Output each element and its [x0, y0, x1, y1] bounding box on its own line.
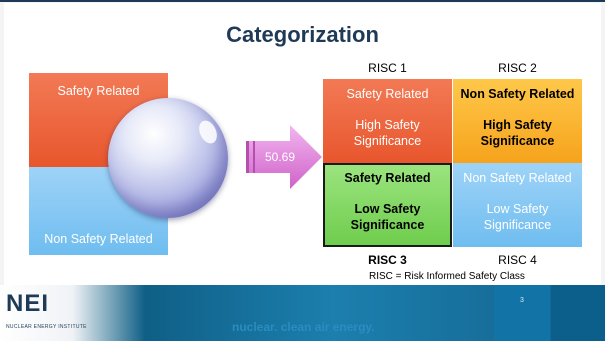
risc-4-cell: Non Safety Related Low Safety Significan… [453, 163, 582, 247]
risc-4-line2: Low Safety Significance [483, 202, 552, 232]
non-safety-related-label: Non Safety Related [44, 232, 153, 246]
risc-1-label: RISC 1 [368, 61, 407, 75]
page-number: 3 [520, 297, 524, 304]
risc-2-line2: High Safety Significance [480, 118, 555, 148]
arrow-label: 50.69 [265, 150, 296, 164]
safety-related-label: Safety Related [57, 84, 140, 98]
right-arrow-icon [246, 125, 322, 189]
risc-3-line1: Safety Related [344, 171, 431, 185]
risc-2-cell: Non Safety Related High Safety Significa… [453, 79, 582, 163]
page-number-box [494, 285, 550, 341]
risc-2-label: RISC 2 [498, 61, 537, 75]
risc-4-label: RISC 4 [498, 253, 537, 267]
nei-logo: NEI [6, 290, 50, 317]
risc-2-line1: Non Safety Related [460, 87, 575, 101]
nei-logo-subtitle: NUCLEAR ENERGY INSTITUTE [6, 324, 87, 330]
risc-3-label: RISC 3 [368, 253, 407, 267]
risc-definition-note: RISC = Risk Informed Safety Class [369, 271, 525, 282]
risc-3-cell: Safety Related Low Safety Significance [323, 163, 452, 247]
page-title: Categorization [226, 22, 379, 47]
risc-4-line1: Non Safety Related [463, 171, 572, 185]
risc-1-line2: High Safety Significance [353, 118, 422, 148]
risc-3-line2: Low Safety Significance [350, 202, 425, 232]
footer-tagline: nuclear. clean air energy. [232, 320, 375, 334]
magnifier-lens-icon [108, 98, 228, 218]
risc-1-cell: Safety Related High Safety Significance [323, 79, 452, 163]
footer-end-box [551, 285, 605, 341]
risc-1-line1: Safety Related [346, 87, 429, 101]
top-border [0, 0, 605, 2]
